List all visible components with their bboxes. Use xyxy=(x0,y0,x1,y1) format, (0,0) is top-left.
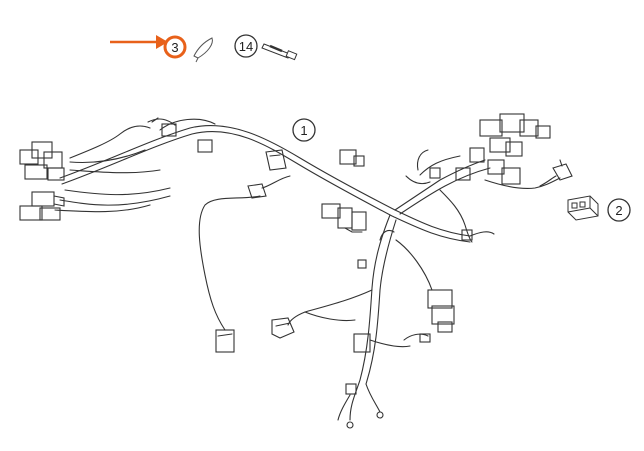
callout-1[interactable]: 1 xyxy=(292,118,316,142)
fuse-icon xyxy=(261,43,298,61)
callout-3[interactable]: 3 xyxy=(163,35,187,59)
callout-2[interactable]: 2 xyxy=(607,198,631,222)
wiring-harness-icon xyxy=(19,113,573,429)
svg-text:1: 1 xyxy=(300,123,307,138)
cable-tie-icon xyxy=(193,37,213,63)
arrow-right-icon xyxy=(110,35,168,49)
connector-part-2 xyxy=(567,195,599,221)
svg-text:3: 3 xyxy=(171,40,178,55)
callout-14[interactable]: 14 xyxy=(234,34,258,58)
svg-text:2: 2 xyxy=(615,203,622,218)
svg-text:14: 14 xyxy=(239,39,253,54)
